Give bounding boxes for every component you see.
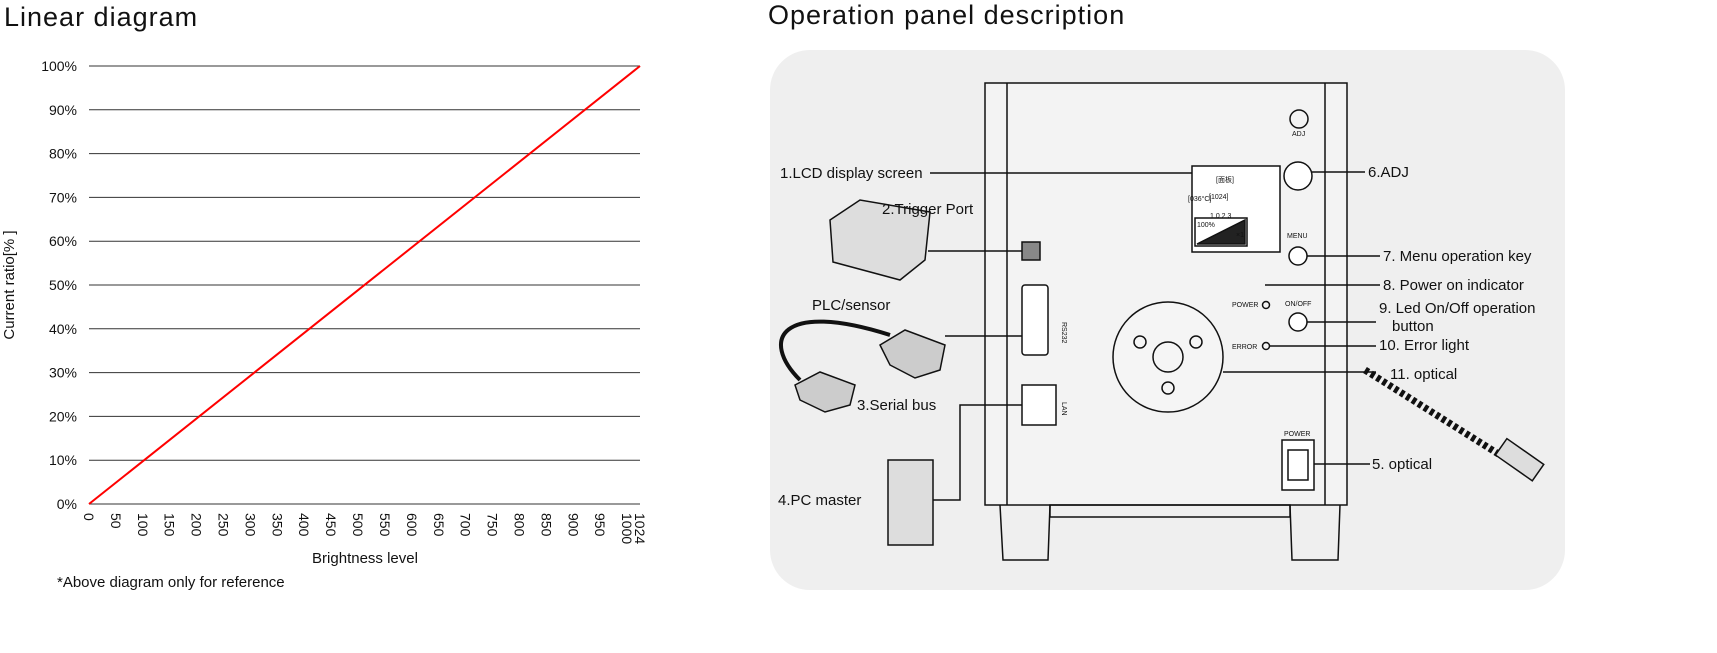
label-adj: 6.ADJ: [1368, 164, 1409, 181]
x-tick-label: 800: [511, 513, 527, 537]
lcd-temperature: [036°C]: [1188, 195, 1211, 203]
lcd-level: [1024]: [1209, 194, 1229, 201]
linear-chart: 0% 10% 20% 30% 40% 50% 60% 70% 80% 90% 100% 0 50 100 1…: [41, 58, 648, 544]
y-tick-label: 90%: [49, 102, 77, 118]
x-tick-label: 1024: [632, 513, 648, 544]
power-indicator: [1261, 300, 1271, 310]
y-tick-label: 20%: [49, 408, 77, 424]
menu-key[interactable]: [1288, 246, 1308, 266]
y-tick-label: 80%: [49, 146, 77, 162]
x-tick-label: 400: [296, 513, 312, 537]
y-tick-label: 60%: [49, 233, 77, 249]
lcd-value: 1 0 2 3: [1210, 213, 1232, 220]
menu-text: MENU: [1287, 233, 1308, 240]
y-axis-label: Current ratio[% ]: [1, 230, 18, 339]
rs232-port: [1021, 284, 1049, 356]
error-light: [1261, 341, 1271, 351]
label-error: 10. Error light: [1379, 337, 1470, 354]
pc-master: [887, 459, 934, 546]
y-tick-label: 70%: [49, 189, 77, 205]
x-tick-label: 0: [81, 513, 97, 521]
device-leg-left: [999, 504, 1051, 561]
x-tick-label: 300: [242, 513, 258, 537]
power-text: POWER: [1232, 302, 1258, 309]
label-led-onoff-2: button: [1392, 318, 1434, 335]
x-tick-label: 750: [485, 513, 501, 537]
lan-port: [1021, 384, 1057, 426]
adj-text: ADJ: [1292, 131, 1305, 138]
label-led-onoff: 9. Led On/Off operation: [1379, 300, 1536, 317]
x-tick-label: 850: [538, 513, 554, 537]
plc-connector: [879, 329, 946, 379]
optical-cable: [1363, 367, 1502, 458]
label-trigger: 2.Trigger Port: [882, 201, 974, 218]
label-plc: PLC/sensor: [812, 297, 890, 314]
label-optical-5: 5. optical: [1372, 456, 1432, 473]
adj-indicator: [1289, 109, 1309, 129]
y-tick-label: 30%: [49, 365, 77, 381]
y-tick-label: 40%: [49, 321, 77, 337]
x-tick-label: 200: [189, 513, 205, 537]
trigger-connector: [829, 199, 931, 281]
serial-connector: [794, 371, 856, 413]
label-power-indicator: 8. Power on indicator: [1383, 277, 1524, 294]
x-axis-label: Brightness level: [312, 550, 418, 567]
chart-title: Linear diagram: [4, 2, 199, 32]
x-tick-label: 150: [162, 513, 178, 537]
reference-note: *Above diagram only for reference: [57, 574, 285, 591]
y-tick-label: 50%: [49, 277, 77, 293]
x-tick-label: 100: [135, 513, 151, 537]
x-tick-label: 550: [377, 513, 393, 537]
panel-title: Operation panel description: [768, 0, 1126, 30]
x-tick-label: 700: [458, 513, 474, 537]
lcd-percent: 100%: [1197, 222, 1215, 229]
x-tick-label: 250: [216, 513, 232, 537]
x-tick-label: 950: [592, 513, 608, 537]
series-line: [88, 65, 641, 505]
rs232-text: RS232: [1060, 322, 1067, 344]
onoff-button[interactable]: [1288, 312, 1308, 332]
x-tick-label: 900: [565, 513, 581, 537]
x-tick-label: 600: [404, 513, 420, 537]
error-text: ERROR: [1232, 344, 1257, 351]
lcd-title: [面板]: [1216, 175, 1234, 184]
x-tick-label: 450: [323, 513, 339, 537]
power-switch[interactable]: [1281, 439, 1315, 491]
x-tick-label: 50: [108, 513, 124, 529]
trigger-port: [1021, 241, 1041, 261]
label-menu: 7. Menu operation key: [1383, 248, 1532, 265]
optical-port: [1112, 301, 1224, 413]
y-tick-label: 0%: [57, 496, 77, 512]
label-serial: 3.Serial bus: [857, 397, 936, 414]
adj-knob[interactable]: [1283, 161, 1313, 191]
lcd-multiplier: ×1: [1236, 232, 1244, 239]
label-lcd: 1.LCD display screen: [780, 165, 923, 182]
lan-text: LAN: [1060, 402, 1067, 416]
label-optical-11: 11. optical: [1390, 366, 1457, 383]
onoff-text: ON/OFF: [1285, 301, 1311, 308]
device-leg-right: [1289, 504, 1341, 561]
x-tick-label: 650: [431, 513, 447, 537]
y-tick-label: 100%: [41, 58, 77, 74]
switch-text: POWER: [1284, 431, 1310, 438]
label-pc: 4.PC master: [778, 492, 861, 509]
x-tick-label: 350: [269, 513, 285, 537]
y-tick-label: 10%: [49, 452, 77, 468]
x-tick-label: 500: [350, 513, 366, 537]
x-tick-label: 1000: [619, 513, 635, 544]
